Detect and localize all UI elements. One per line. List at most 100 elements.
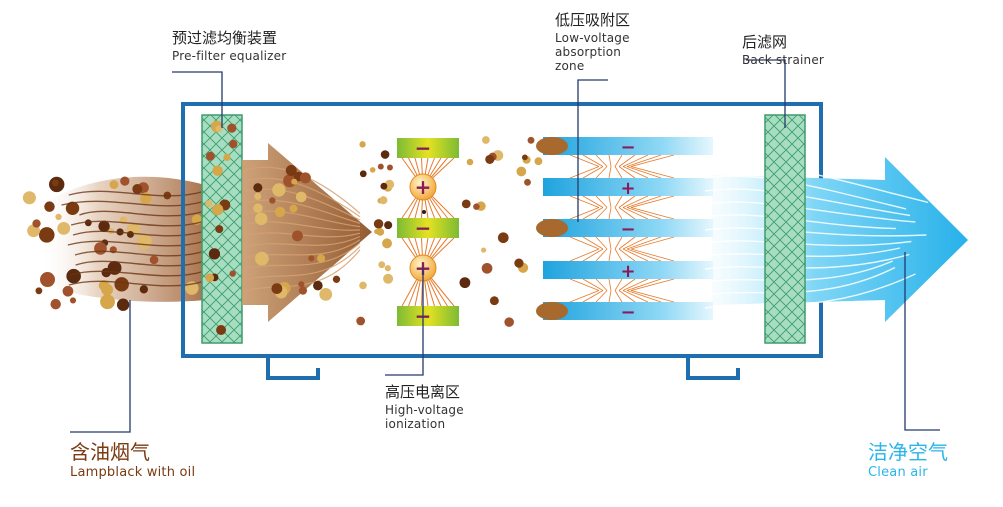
abs-ray	[630, 236, 675, 250]
smoke-particle	[136, 234, 152, 250]
arrow-particle	[332, 275, 341, 283]
arrow-particle	[313, 280, 323, 291]
arrow-particle	[291, 178, 298, 185]
smoke-particle	[84, 219, 92, 227]
ion-plate-top	[397, 138, 459, 158]
charged-particle	[374, 228, 380, 235]
housing-foot-right	[686, 356, 740, 380]
filter-particle	[208, 248, 221, 260]
charged-particle	[359, 170, 367, 178]
charged-particle	[485, 154, 495, 164]
smoke-particle	[114, 277, 129, 292]
prefilter-label-en: Pre-filter equalizer	[172, 49, 287, 63]
pointer-prefilter	[172, 71, 223, 128]
smoke-particle	[126, 231, 134, 238]
pointer-output	[904, 252, 940, 431]
abs-ray	[630, 248, 675, 262]
smoke-particle	[109, 180, 119, 190]
charged-particle	[521, 154, 528, 161]
pre-filter-particles	[205, 120, 238, 335]
abs-ray	[614, 166, 623, 179]
abs-plus-2: +	[620, 178, 635, 199]
smoke-fiber	[68, 280, 206, 287]
abs-ray	[622, 278, 649, 291]
abs-ray	[569, 290, 600, 303]
abs-ray	[622, 166, 649, 179]
abs-ray	[614, 195, 623, 208]
abs-ray	[608, 207, 612, 220]
smoke-particle	[35, 287, 43, 295]
lowvolt-label-en-2: absorption	[555, 45, 622, 59]
charged-particle	[359, 141, 366, 148]
smoke-particle	[100, 294, 115, 310]
abs-plate-4	[543, 261, 713, 279]
abs-ray	[614, 154, 623, 167]
charged-particle	[384, 221, 393, 230]
abs-plus-4: +	[620, 261, 635, 282]
abs-ray	[595, 236, 608, 250]
smoke-particle	[50, 298, 61, 310]
filter-particle	[215, 125, 223, 133]
charged-particle	[527, 136, 535, 144]
abs-ray	[626, 207, 662, 220]
abs-ray	[608, 290, 612, 303]
pointer-highvolt	[385, 268, 424, 376]
abs-ray	[595, 248, 608, 262]
smoke-particle	[116, 298, 130, 311]
smoke-fibers	[61, 190, 206, 287]
arrow-particle	[285, 164, 297, 176]
abs-ray	[626, 236, 662, 250]
charged-particle	[380, 182, 388, 190]
smoke-fiber	[61, 200, 206, 207]
abs-ray	[614, 236, 623, 250]
abs-ray	[626, 278, 662, 291]
abs-ray	[608, 278, 612, 291]
abs-ray	[569, 248, 600, 262]
charged-particle	[380, 150, 390, 159]
arrow-particles	[253, 164, 341, 301]
charged-particle	[482, 136, 490, 144]
abs-ray	[630, 207, 675, 220]
oil-deposit-3	[536, 302, 568, 320]
abs-ray	[622, 248, 649, 262]
output-label-cn: 洁净空气	[868, 440, 948, 464]
smoke-particle	[101, 283, 114, 296]
abs-minus-3: −	[620, 219, 635, 240]
charged-particle	[379, 196, 388, 205]
arrow-particle	[289, 204, 298, 213]
arrow-particle	[298, 281, 305, 288]
abs-ray	[618, 236, 636, 250]
abs-ray	[626, 166, 662, 179]
ion-plus-upper: +	[415, 175, 432, 199]
filter-particle	[228, 139, 238, 149]
abs-ray	[630, 154, 675, 167]
lowvolt-label-cn: 低压吸附区	[555, 11, 631, 29]
smoke-particle	[57, 221, 71, 235]
abs-ray	[608, 236, 612, 250]
charged-particle	[383, 273, 394, 284]
arrow-particle	[298, 286, 308, 295]
charged-particle	[480, 247, 487, 253]
ion-minus-top: −	[415, 136, 432, 160]
arrow-particle	[271, 283, 283, 294]
abs-ray	[582, 166, 604, 179]
abs-ray	[626, 154, 662, 167]
charged-particle	[516, 166, 527, 177]
smoke-fiber	[74, 250, 206, 257]
smoke-particle	[40, 272, 55, 288]
abs-ray	[622, 195, 649, 208]
arrow-particle	[319, 287, 333, 301]
smoke-fiber	[72, 230, 206, 237]
abs-ray	[569, 195, 600, 208]
filter-particle	[215, 225, 224, 234]
abs-ray	[569, 207, 600, 220]
abs-ray	[595, 154, 608, 167]
arrow-particle	[292, 230, 303, 242]
smoke-particle	[22, 191, 36, 205]
charged-particle	[461, 199, 471, 209]
smoke-particle	[69, 297, 77, 304]
abs-ray	[622, 236, 649, 250]
abs-minus-1: −	[620, 137, 635, 158]
ion-electrode-upper	[409, 173, 437, 201]
